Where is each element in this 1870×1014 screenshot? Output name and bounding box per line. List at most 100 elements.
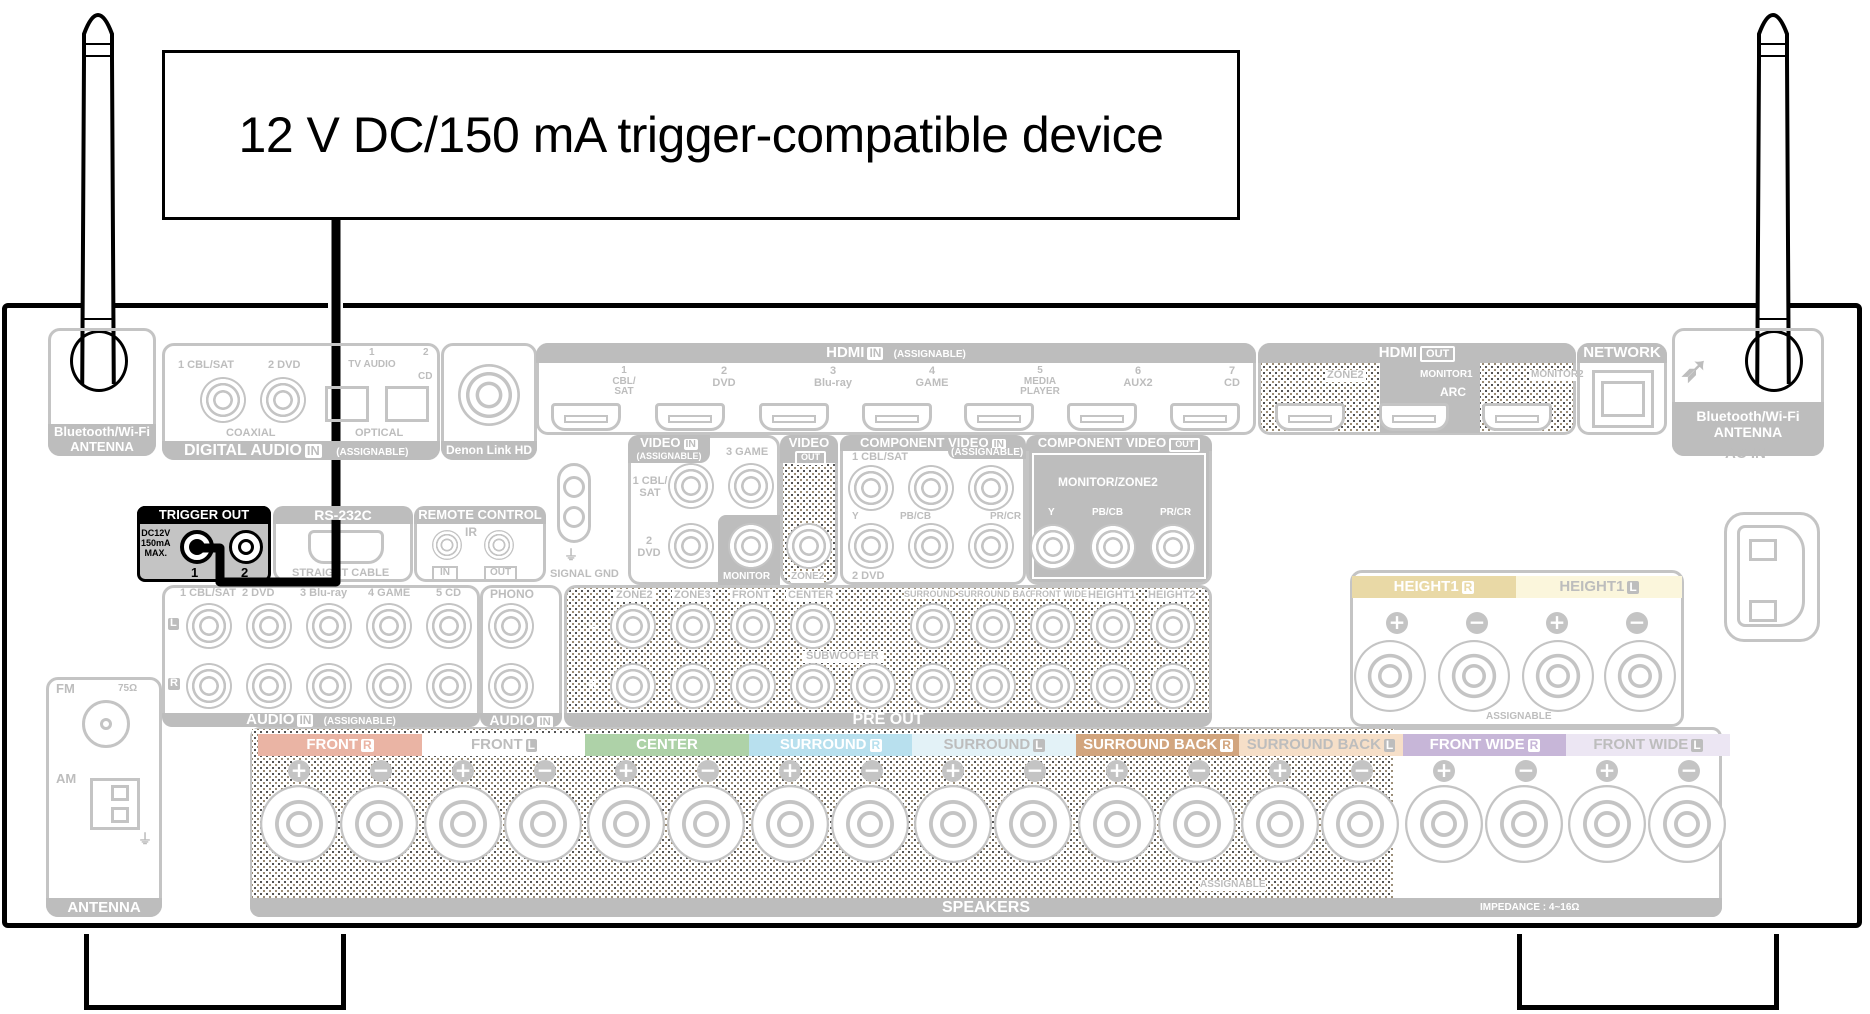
speaker-4-minus-terminal[interactable] [994,785,1072,863]
hdmi-out-port-monitor1[interactable] [1379,403,1449,431]
pre-out-zone3-r[interactable] [670,663,716,709]
component-in-1-pb[interactable] [908,465,954,511]
speaker-0-minus-terminal[interactable] [340,785,418,863]
speaker-2-minus-terminal[interactable] [667,785,745,863]
pre-out-height2-r[interactable] [1150,663,1196,709]
video-in-jack-1[interactable] [668,463,714,509]
hdmi-in-port-7[interactable] [1170,403,1240,431]
pre-out-front-wide-l[interactable] [1030,603,1076,649]
audio-in-4-r[interactable] [366,663,412,709]
pre-out-subwoofer-1[interactable] [790,663,836,709]
pre-out-front-wide-r[interactable] [1030,663,1076,709]
component-in-1-pr[interactable] [968,465,1014,511]
speaker-7-plus-sign: + [1433,760,1455,782]
rs232c-port[interactable] [308,530,384,564]
height1-l-minus-terminal[interactable] [1604,640,1676,712]
video-in-jack-3[interactable] [728,463,774,509]
pre-out-height1-l[interactable] [1090,603,1136,649]
component-in-ch-pr: PR/CR [990,511,1022,522]
speaker-3-minus-terminal[interactable] [831,785,909,863]
audio-in-2-r[interactable] [246,663,292,709]
hdmi-in-port-3[interactable] [759,403,829,431]
hdmi-in-port-2[interactable] [655,403,725,431]
speaker-8-plus-terminal[interactable] [1568,785,1646,863]
height1-r-minus-terminal[interactable] [1438,640,1510,712]
trigger-jack-1[interactable] [180,530,214,564]
hdmi-in-port-6[interactable] [1067,403,1137,431]
speaker-1-minus-terminal[interactable] [504,785,582,863]
pre-out-height2-l[interactable] [1150,603,1196,649]
component-in-2-y[interactable] [848,523,894,569]
ac-inlet[interactable] [1724,512,1820,642]
signal-gnd-terminal[interactable] [557,463,591,543]
pre-out-front-r[interactable] [730,663,776,709]
pre-out-zone2-r[interactable] [610,663,656,709]
speaker-7-minus-terminal[interactable] [1485,785,1563,863]
audio-in-3-l[interactable] [306,603,352,649]
height1-l-plus-terminal[interactable] [1522,640,1594,712]
hdmi-in-port-4[interactable] [862,403,932,431]
optical-jack-1[interactable] [325,386,369,422]
pre-out-surround-back-r[interactable] [970,663,1016,709]
ground-icon: ⏚ [564,547,578,563]
pre-out-zone3-l[interactable] [670,603,716,649]
fm-antenna-jack[interactable] [82,700,130,748]
speaker-5-minus-terminal[interactable] [1158,785,1236,863]
pre-out-center[interactable] [790,603,836,649]
video-out-zone2-jack[interactable] [786,523,832,569]
pre-out-left-marker: L [588,617,596,631]
speaker-6-minus-terminal[interactable] [1321,785,1399,863]
pre-out-height1-r[interactable] [1090,663,1136,709]
pre-out-front-l[interactable] [730,603,776,649]
audio-in-5-r[interactable] [426,663,472,709]
pre-out-subwoofer-2[interactable] [850,663,896,709]
am-label: AM [56,771,77,786]
speaker-2-plus-terminal[interactable] [587,785,665,863]
phono-l[interactable] [488,603,534,649]
am-antenna-terminal[interactable] [90,778,140,830]
speaker-6-plus-terminal[interactable] [1241,785,1319,863]
antenna-icon [79,13,117,426]
ir-in-jack[interactable] [432,530,462,560]
ir-out-label: OUT [484,566,518,581]
speaker-1-plus-terminal[interactable] [424,785,502,863]
speaker-4-plus-terminal[interactable] [914,785,992,863]
component-in-2-pb[interactable] [908,523,954,569]
pre-out-surround-l[interactable] [910,603,956,649]
audio-in-4-l[interactable] [366,603,412,649]
denon-link-jack[interactable] [458,364,520,426]
network-port[interactable] [1592,370,1654,428]
speaker-7-plus-terminal[interactable] [1405,785,1483,863]
optical-jack-2[interactable] [385,386,429,422]
phono-r[interactable] [488,663,534,709]
video-monitor-jack[interactable] [728,523,774,569]
component-out-y[interactable] [1030,524,1076,570]
speaker-8-minus-terminal[interactable] [1648,785,1726,863]
pre-out-surround-r[interactable] [910,663,956,709]
component-out-pb[interactable] [1090,524,1136,570]
audio-in-2-l[interactable] [246,603,292,649]
audio-in-1-l[interactable] [186,603,232,649]
trigger-jack-2[interactable] [229,530,263,564]
audio-in-3-r[interactable] [306,663,352,709]
coaxial-jack-2[interactable] [260,377,306,423]
component-out-pr[interactable] [1150,524,1196,570]
height1-r-plus-terminal[interactable] [1354,640,1426,712]
pre-out-surround-back-l[interactable] [970,603,1016,649]
hdmi-in-port-1[interactable] [551,403,621,431]
component-in-2-pr[interactable] [968,523,1014,569]
audio-in-1-r[interactable] [186,663,232,709]
component-in-1-y[interactable] [848,465,894,511]
hdmi-in-port-5[interactable] [964,403,1034,431]
hdmi-out-port-monitor2[interactable] [1482,403,1552,431]
video-in-jack-2[interactable] [668,523,714,569]
speaker-0-plus-terminal[interactable] [260,785,338,863]
hdmi-out-port-zone2[interactable] [1275,403,1345,431]
speaker-5-plus-terminal[interactable] [1078,785,1156,863]
audio-in-5-l[interactable] [426,603,472,649]
speaker-3-plus-terminal[interactable] [751,785,829,863]
pre-out-zone2-l[interactable] [610,603,656,649]
coaxial-jack-1[interactable] [200,377,246,423]
ir-out-jack[interactable] [484,530,514,560]
